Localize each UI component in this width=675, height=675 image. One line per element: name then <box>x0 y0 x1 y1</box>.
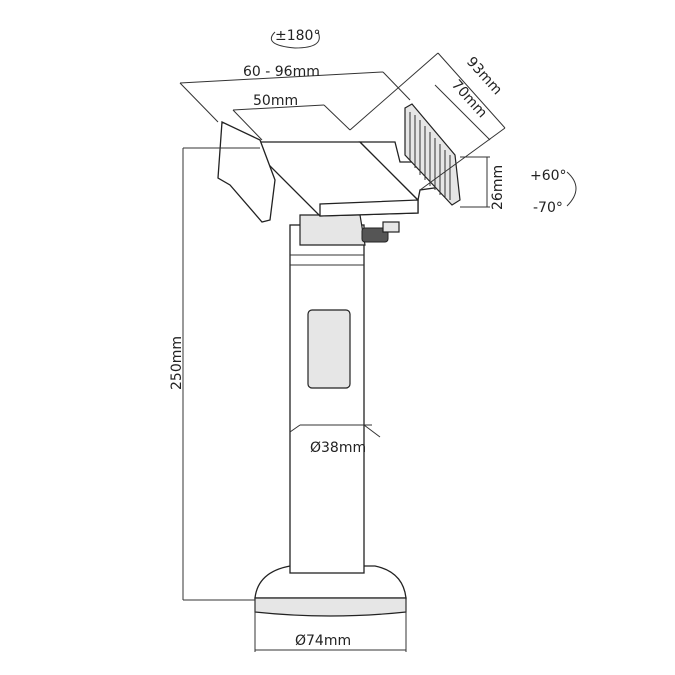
tilt-down-label: -70° <box>533 200 563 216</box>
stand-pole <box>289 224 365 574</box>
pole-window <box>307 309 351 389</box>
tilt-joint <box>299 214 400 246</box>
holder-plate <box>217 103 461 223</box>
lip-height-label: 26mm <box>490 165 506 210</box>
rotation-label: ±180° <box>275 28 320 44</box>
tilt-up-label: +60° <box>530 168 567 184</box>
stand-base <box>254 565 407 617</box>
plate-width-label: 50mm <box>253 93 298 109</box>
height-label: 250mm <box>169 336 185 390</box>
base-diameter-label: Ø74mm <box>295 633 351 649</box>
dimension-lines <box>179 31 577 652</box>
clamp-width-label: 60 - 96mm <box>243 64 320 80</box>
tilt-knob <box>361 227 389 243</box>
pole-diameter-label: Ø38mm <box>310 440 366 456</box>
